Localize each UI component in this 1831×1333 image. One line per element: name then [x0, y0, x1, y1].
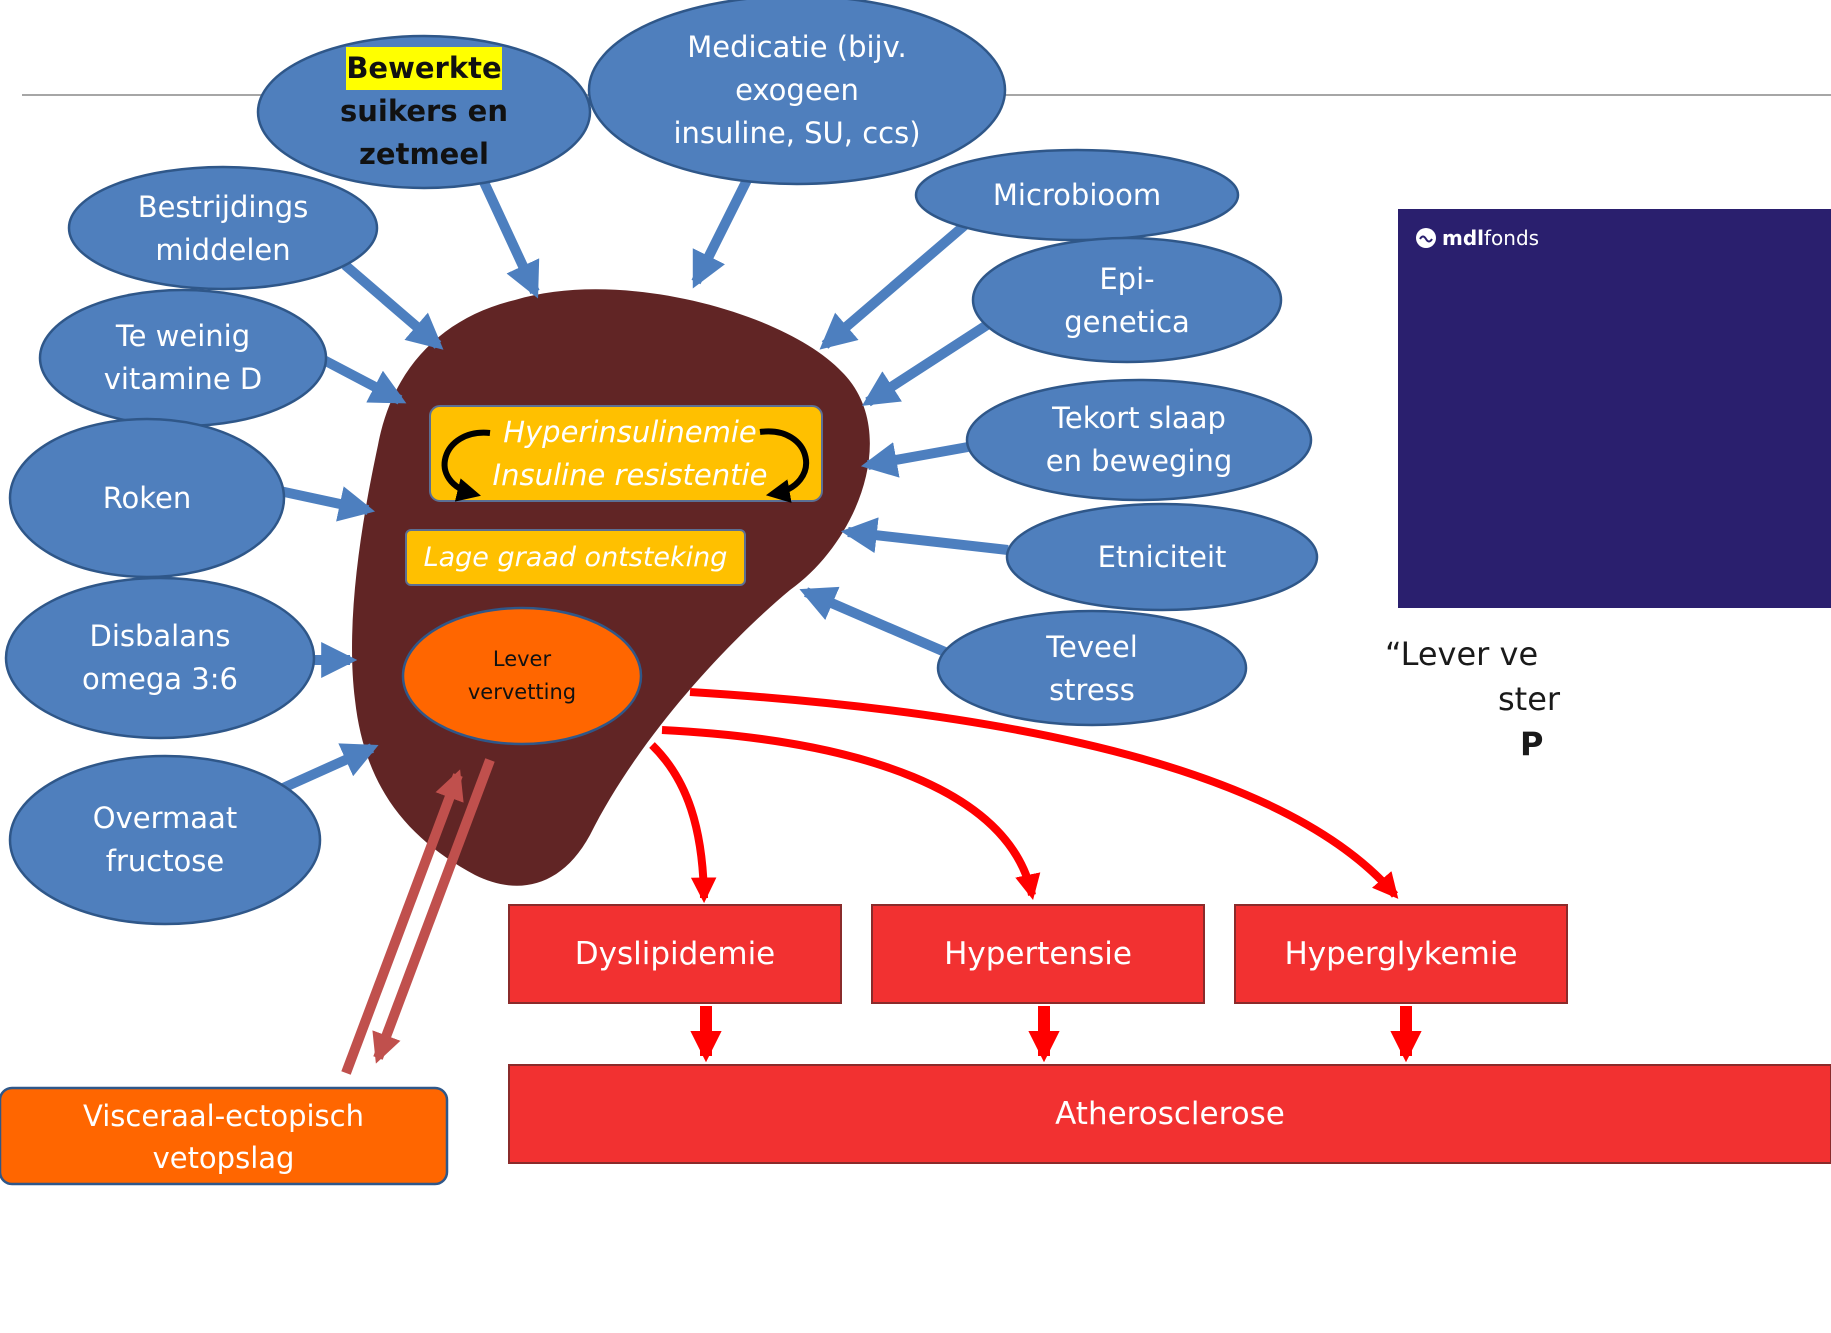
- factor-nodes: [4, 0, 1319, 926]
- arrow-vitamine: [317, 353, 407, 405]
- arrow-roken: [273, 485, 376, 522]
- arrow-epigenetica: [861, 318, 993, 407]
- outcome-arrows: [649, 688, 1422, 1063]
- outcome-boxes: [508, 904, 1831, 1164]
- cycle-arrow-left-icon: [441, 429, 491, 502]
- arrow-bestrijdings: [341, 261, 444, 350]
- quote-line-3: P: [1520, 725, 1544, 763]
- visceral-arrow-up: [341, 769, 464, 1075]
- node-medicatie: [587, 0, 1007, 186]
- quote-line-2: ster: [1498, 680, 1561, 718]
- arrow-bewerkte: [478, 177, 540, 299]
- visceral-arrow-down: [372, 758, 495, 1064]
- node-etniciteit: [1005, 502, 1319, 612]
- node-vitamine: [38, 288, 328, 428]
- node-overmaat: [8, 754, 322, 926]
- photo-panel: [1398, 209, 1831, 608]
- liver-shape: [352, 289, 870, 886]
- arrow-slaap: [860, 442, 969, 478]
- mdl-logo-mark-icon: [1419, 235, 1433, 243]
- node-bestrijdings: [67, 165, 379, 291]
- box-dyslipidemie: [508, 904, 842, 1004]
- node-bewerkte: [256, 34, 592, 190]
- quote-line-1: “Lever ve: [1385, 635, 1539, 673]
- arrow-stress: [799, 586, 947, 657]
- box-hyperglykemie: [1234, 904, 1568, 1004]
- node-stress: [936, 609, 1248, 727]
- arrow-to-dyslipidemie: [649, 742, 717, 904]
- arrow-microbioom: [819, 221, 969, 350]
- arrow-to-hypertensie: [661, 726, 1041, 901]
- arrow-overmaat: [280, 743, 379, 793]
- arrow-to-hyperglykemie: [689, 688, 1399, 899]
- node-roken: [8, 417, 286, 579]
- logo-rest: fonds: [1484, 226, 1540, 250]
- node-epigenetica: [971, 236, 1283, 364]
- cycle-arrow-right-icon: [759, 428, 810, 503]
- inflammation-box: [405, 529, 746, 586]
- photo-logo-text: mdlfonds: [1442, 225, 1539, 251]
- node-microbioom: [914, 148, 1240, 242]
- logo-bold: mdl: [1442, 226, 1485, 250]
- arrow-etniciteit: [840, 517, 1009, 555]
- arrow-medicatie: [691, 167, 757, 289]
- insulin-cycle-box: [429, 405, 823, 502]
- factor-arrows: [273, 167, 1009, 793]
- node-disbalans: [4, 576, 316, 740]
- visceral-box: [0, 1086, 449, 1186]
- fatty-liver-node: [401, 606, 643, 746]
- node-slaap: [965, 378, 1313, 502]
- box-hypertensie: [871, 904, 1205, 1004]
- box-atherosclerose: [508, 1064, 1831, 1164]
